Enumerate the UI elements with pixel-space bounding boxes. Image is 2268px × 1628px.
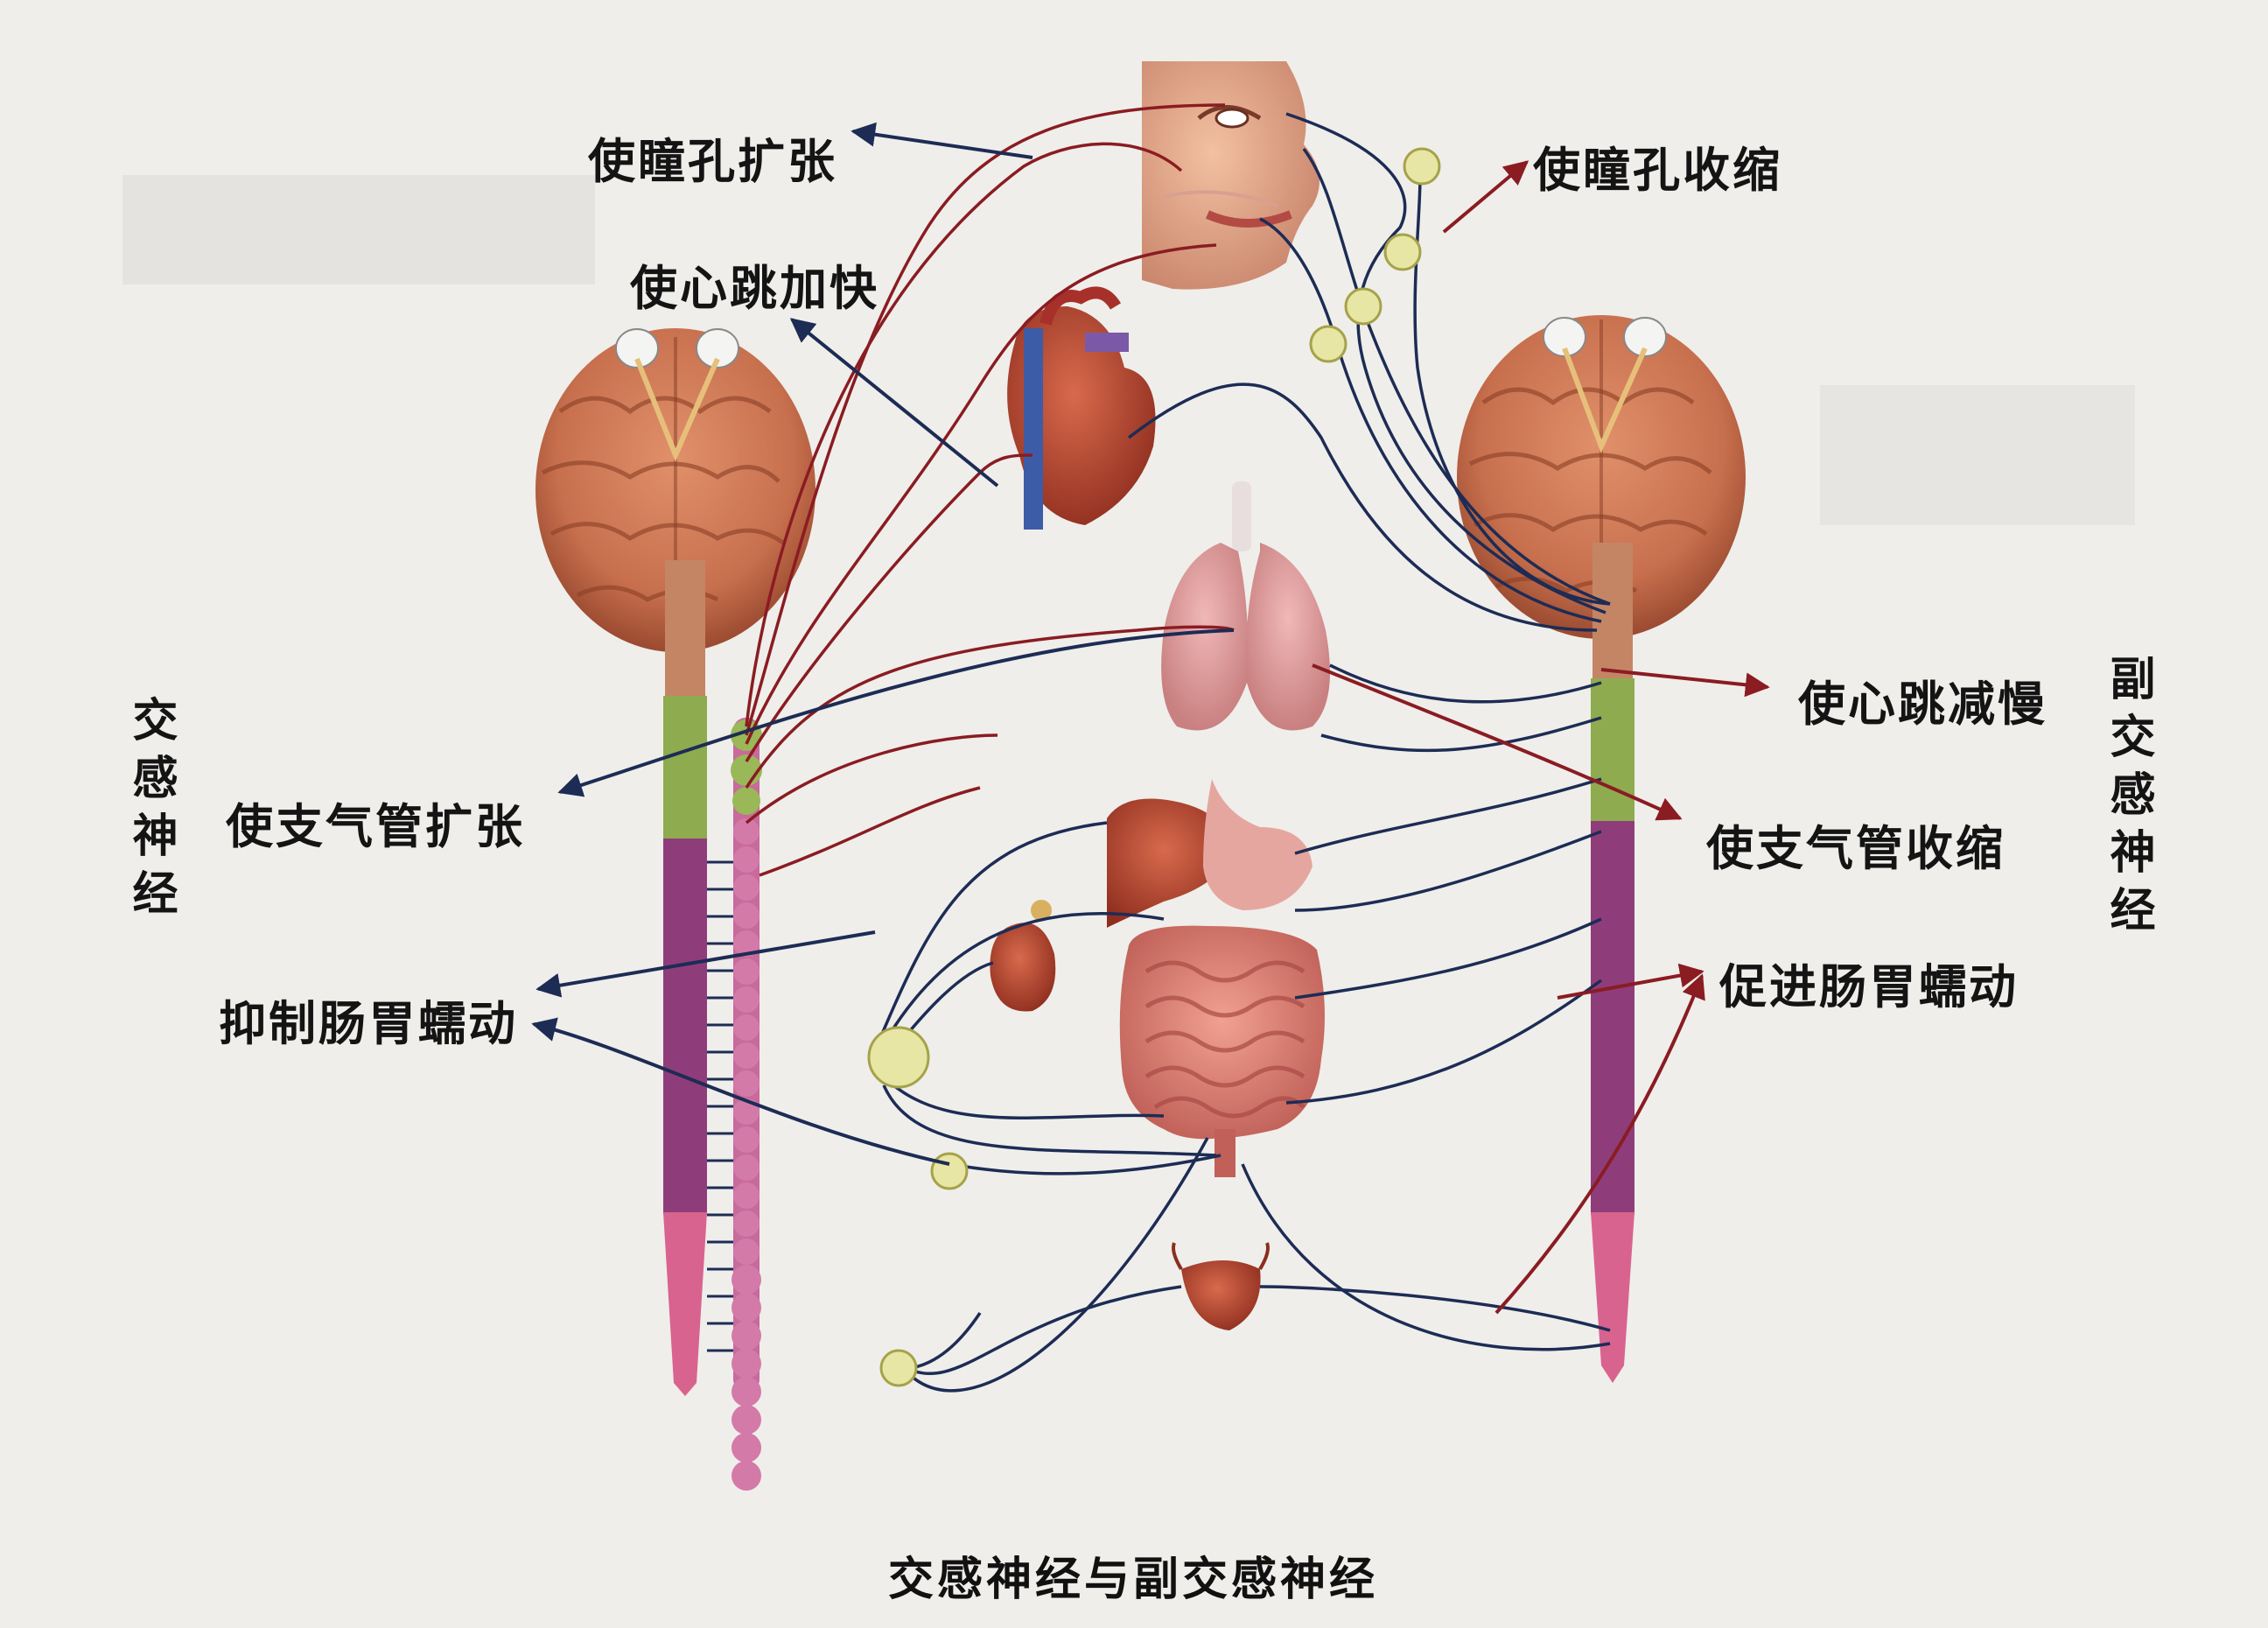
background-smudge (122, 175, 595, 284)
kidney-icon (990, 900, 1056, 1012)
face-icon (1142, 61, 1320, 290)
ganglion-icon (1309, 325, 1348, 363)
chain-bead (733, 1239, 760, 1265)
sympathetic-fibers (745, 103, 1235, 877)
chain-bead (733, 958, 760, 985)
label-gut-promote: 促进肠胃蠕动 (1719, 959, 2019, 1014)
chain-bead (732, 1461, 761, 1491)
chain-bead (732, 1433, 761, 1463)
chain-bead (733, 1014, 760, 1041)
ganglion-icon (930, 1152, 969, 1190)
title-sympathetic: 交感神经 (124, 696, 177, 927)
chain-bead (732, 1405, 761, 1435)
parasympathetic-fibers (1127, 112, 1611, 1351)
chain-bead (733, 930, 760, 957)
ganglion-icon (1403, 147, 1441, 186)
ganglion-icon (1383, 233, 1422, 271)
ganglion-group (867, 147, 1441, 1387)
brain-icon (536, 328, 816, 652)
chain-bead (732, 1293, 761, 1323)
spinal-cord-icon (1591, 543, 1634, 1383)
liver-icon (1107, 798, 1234, 928)
ganglion-icon (867, 1026, 930, 1089)
chain-bead (732, 1321, 761, 1351)
chain-bead (733, 1070, 760, 1097)
ganglion-icon (879, 1349, 918, 1387)
label-bronchi-constrict: 使支气管收缩 (1706, 821, 2006, 876)
heart-icon (1007, 286, 1156, 530)
spinal-cord-icon (663, 560, 707, 1396)
effect-arrows (531, 122, 1770, 1315)
stomach-icon (1203, 779, 1312, 910)
chain-bead (733, 1210, 760, 1237)
label-pupil-constrict: 使瞳孔收缩 (1533, 143, 1782, 198)
chain-bead (732, 1265, 761, 1295)
chain-bead (733, 1126, 760, 1153)
chain-bead (733, 1042, 760, 1069)
title-parasympathetic: 副交感神经 (2102, 655, 2154, 944)
chain-bead (733, 1154, 760, 1181)
label-bronchi-dilate: 使支气管扩张 (226, 799, 525, 854)
figure-caption: 交感神经与副交感神经 (888, 1554, 1379, 1606)
label-pupil-dilate: 使瞳孔扩张 (588, 134, 837, 189)
chain-bead (733, 846, 760, 873)
bladder-icon (1172, 1242, 1270, 1330)
chain-bead (733, 902, 760, 929)
chain-bead (733, 874, 760, 901)
label-heart-faster: 使心跳加快 (630, 261, 879, 316)
ganglion-icon (1344, 287, 1382, 326)
label-heart-slower: 使心跳减慢 (1798, 677, 2048, 732)
chain-bead (732, 1377, 761, 1407)
label-gut-inhibit: 抑制肠胃蠕动 (219, 996, 518, 1051)
chain-bead (733, 818, 760, 845)
lungs-icon (1161, 481, 1330, 731)
intestine-icon (1119, 925, 1325, 1177)
chain-bead (733, 1182, 760, 1209)
chain-bead (732, 1349, 761, 1379)
brain-icon (1457, 315, 1746, 639)
background-smudge (1820, 385, 2135, 525)
chain-bead (733, 986, 760, 1013)
